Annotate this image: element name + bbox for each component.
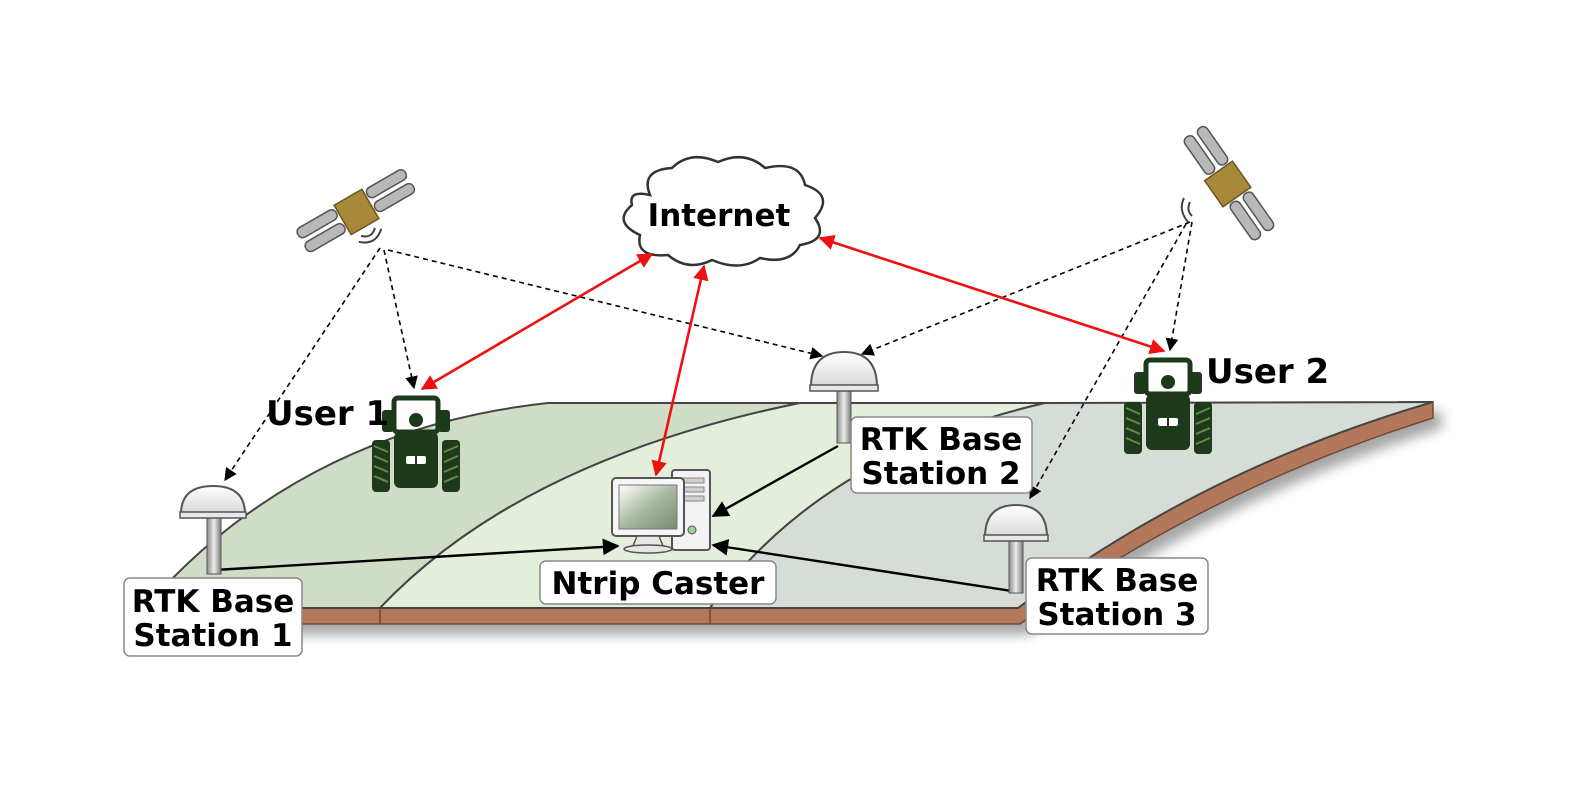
antenna-icon: [179, 484, 247, 575]
field-strip-3: [708, 401, 1434, 609]
link-internet-user1: [420, 252, 654, 391]
satellite-signal-waves: [1180, 197, 1193, 223]
station-1-label-box: RTK Base Station 1: [123, 577, 303, 657]
tractor-icon: [1124, 357, 1212, 454]
link-internet-user2: [818, 234, 1166, 355]
caster-label: Ntrip Caster: [552, 566, 766, 602]
link-station1-caster: [214, 538, 620, 572]
station-3-label-line1: RTK Base: [1036, 563, 1198, 599]
station-2-label-line1: RTK Base: [860, 422, 1022, 458]
satellite-icon: [1183, 125, 1275, 241]
caster-links: [214, 444, 1019, 594]
link-internet-caster: [651, 264, 709, 477]
link-station2-caster: [711, 444, 839, 518]
station-2-label-line2: Station 2: [861, 456, 1020, 492]
signal-sat2-to-user2: [1165, 221, 1193, 352]
signal-sat1-to-user1: [383, 249, 418, 390]
computer-icon: [611, 469, 711, 554]
station-1-label-line1: RTK Base: [132, 584, 294, 620]
tractor-icon: [372, 395, 460, 492]
signal-sat2-to-station3: [1029, 223, 1187, 500]
station-3-label-box: RTK Base Station 3: [1025, 557, 1209, 635]
user-2-label: User 2: [1206, 352, 1329, 392]
signal-sat2-to-station2: [860, 221, 1191, 356]
antenna-icon: [809, 350, 879, 444]
caster-label-box: Ntrip Caster: [539, 560, 777, 605]
field: [142, 400, 1434, 625]
station-3-label-line2: Station 3: [1037, 597, 1196, 633]
user-1-label: User 1: [266, 394, 389, 434]
antenna-icon: [983, 503, 1049, 594]
station-1-label-line2: Station 1: [133, 618, 292, 654]
internet-links: [420, 234, 1166, 477]
station-2-label-box: RTK Base Station 2: [850, 416, 1033, 494]
signal-sat1-to-station2: [387, 249, 824, 360]
internet-label: Internet: [648, 198, 791, 234]
cloud-icon: Internet: [622, 155, 825, 267]
satellite-icon: [296, 169, 416, 253]
signal-sat1-to-station1: [224, 247, 381, 482]
link-station3-caster: [711, 539, 1019, 594]
